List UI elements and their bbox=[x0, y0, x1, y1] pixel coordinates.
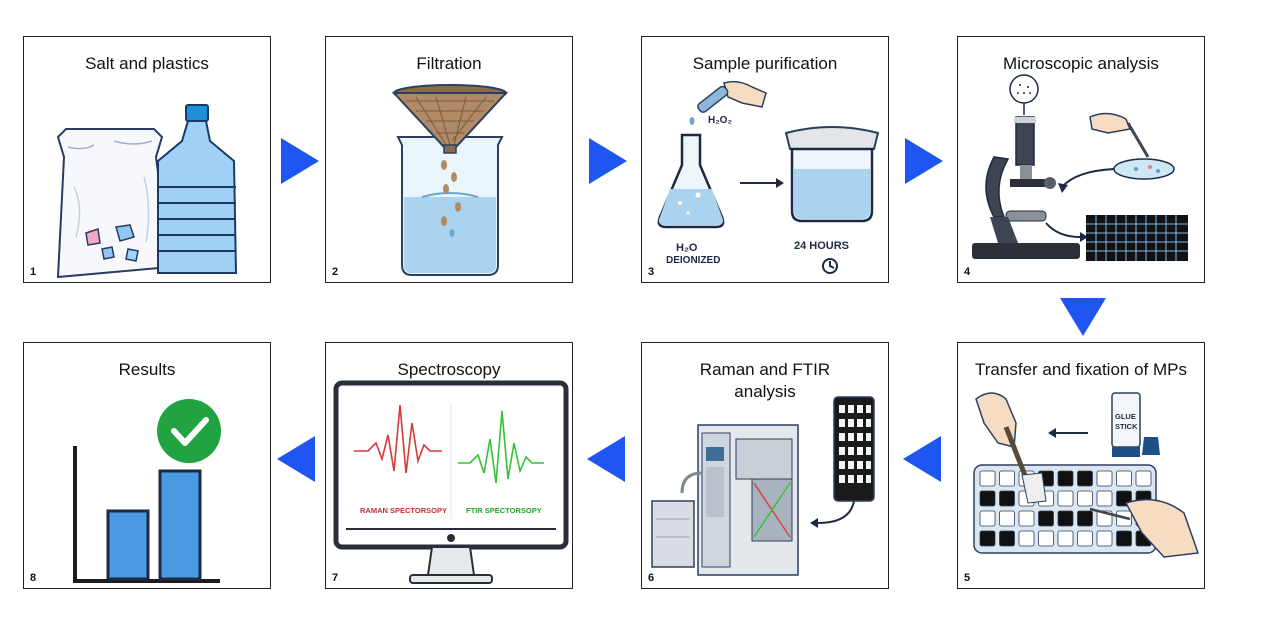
right-arrow-icon bbox=[589, 138, 627, 184]
glue-stick-and-grid-icon: GLUE STICK bbox=[973, 392, 1200, 558]
step-title: Raman and FTIR analysis bbox=[699, 360, 831, 401]
step-title: Filtration bbox=[416, 54, 482, 73]
salt-bag-and-bottle-icon bbox=[56, 104, 238, 279]
step-title: Salt and plastics bbox=[85, 54, 209, 73]
flask-label-2: DEIONIZED bbox=[666, 255, 720, 266]
microscope-icon bbox=[972, 74, 1188, 261]
flask-label-1: H₂O bbox=[676, 242, 698, 254]
clock-icon bbox=[822, 258, 838, 274]
step-title: Spectroscopy bbox=[397, 360, 501, 379]
step-panel-5: Transfer and fixation of MPs GLUE STICK … bbox=[957, 342, 1205, 589]
left-arrow-icon bbox=[587, 436, 625, 482]
step-title: Microscopic analysis bbox=[1003, 54, 1159, 73]
step-number: 5 bbox=[964, 572, 971, 584]
step-number: 4 bbox=[964, 266, 971, 278]
flask-and-jar-icon: H₂O₂ H₂O DEIONIZED 24 HOURS bbox=[657, 80, 880, 274]
step-panel-2: Filtration 2 bbox=[325, 36, 573, 283]
spectrometer-instrument-icon bbox=[651, 396, 875, 576]
bar-chart-check-icon bbox=[73, 399, 221, 583]
step-title: Results bbox=[118, 360, 176, 379]
step-number: 7 bbox=[332, 572, 339, 584]
check-circle-icon bbox=[157, 399, 221, 463]
step-title: Transfer and fixation of MPs bbox=[975, 360, 1187, 379]
step-number: 2 bbox=[332, 266, 339, 278]
step-title: Sample purification bbox=[692, 54, 838, 73]
raman-spectrum-label: RAMAN SPECTORSOPY bbox=[360, 506, 447, 515]
right-arrow-icon bbox=[905, 138, 943, 184]
monitor-spectra-icon: RAMAN SPECTORSOPY FTIR SPECTORSOPY bbox=[333, 380, 569, 584]
reagent-label: H₂O₂ bbox=[708, 115, 732, 126]
step-number: 1 bbox=[30, 266, 37, 278]
step-panel-8: Results 8 bbox=[23, 342, 271, 589]
step-panel-7: Spectroscopy RAMAN SPECTORSOPY FTIR SPEC… bbox=[325, 342, 573, 589]
step-panel-1: Salt and plastics 1 bbox=[23, 36, 271, 283]
glue-label-1: GLUE bbox=[1115, 412, 1136, 421]
step-panel-6: Raman and FTIR analysis 6 bbox=[641, 342, 889, 589]
step-panel-3: Sample purification H₂O₂ H₂O DEIONIZED 2… bbox=[641, 36, 889, 283]
down-arrow-icon bbox=[1060, 298, 1106, 336]
right-arrow-icon bbox=[281, 138, 319, 184]
funnel-and-beaker-icon bbox=[391, 84, 509, 276]
glue-label-2: STICK bbox=[1115, 422, 1138, 431]
left-arrow-icon bbox=[903, 436, 941, 482]
left-arrow-icon bbox=[277, 436, 315, 482]
step-number: 8 bbox=[30, 572, 37, 584]
step-number: 6 bbox=[648, 572, 655, 584]
step-panel-4: Microscopic analysis 4 bbox=[957, 36, 1205, 283]
ftir-spectrum-label: FTIR SPECTORSOPY bbox=[466, 506, 542, 515]
time-label: 24 HOURS bbox=[794, 240, 849, 252]
step-number: 3 bbox=[648, 266, 655, 278]
counting-grid bbox=[1086, 215, 1188, 261]
